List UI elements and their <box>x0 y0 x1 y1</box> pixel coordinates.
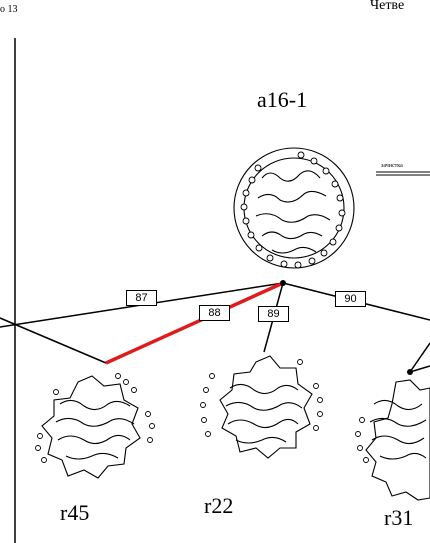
coin-r31 <box>355 379 430 501</box>
node-label-left: r45 <box>60 500 90 525</box>
coin-a16-1 <box>233 147 355 269</box>
edge-label-88: 88 <box>199 305 230 321</box>
right-branch-line-b <box>409 365 430 373</box>
annotation-label: зачистка <box>381 163 403 169</box>
node-label-top: a16-1 <box>257 87 308 112</box>
header-right-text: Четве <box>370 0 405 13</box>
edge-88-line <box>105 281 284 365</box>
right-node-dot <box>407 369 413 375</box>
header-left-text: о 13 <box>0 4 18 15</box>
root-node-dot <box>280 280 286 286</box>
coin-r22 <box>200 355 323 459</box>
right-branch-line-a <box>409 342 430 373</box>
node-label-right: r31 <box>384 505 414 530</box>
edge-label-90: 90 <box>335 291 366 307</box>
edge-87-branch-line <box>0 317 107 364</box>
coin-r45 <box>35 373 155 479</box>
edge-label-89: 89 <box>258 306 289 322</box>
edge-label-87: 87 <box>126 290 157 306</box>
node-label-middle: r22 <box>204 493 234 518</box>
